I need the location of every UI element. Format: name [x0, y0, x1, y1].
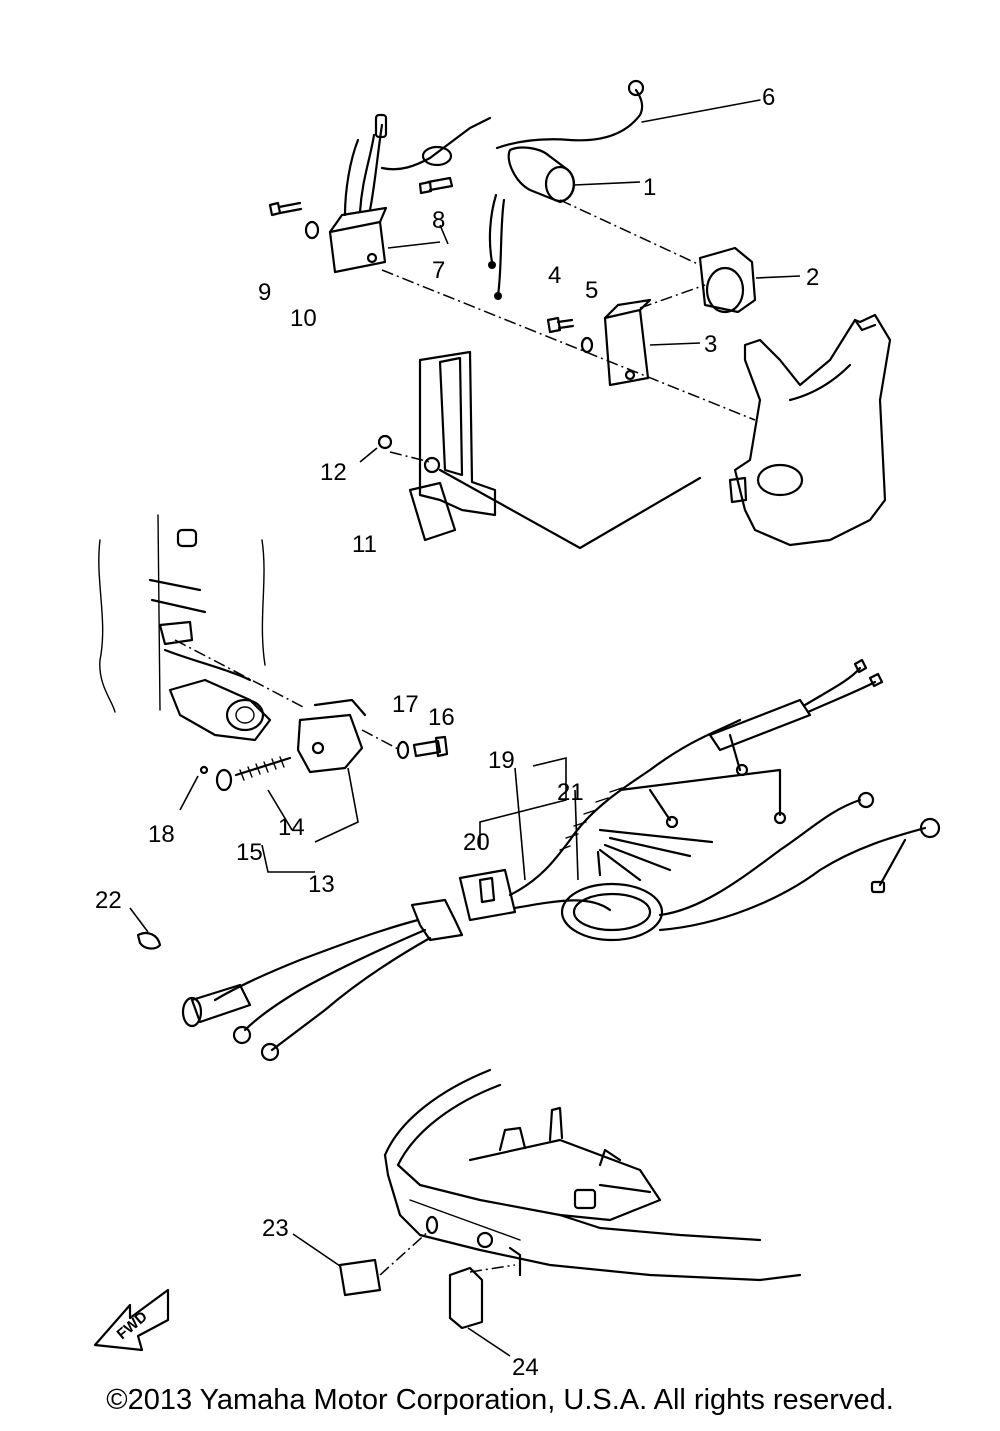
- part-10-washer: [304, 220, 320, 240]
- copyright-notice: ©2013 Yamaha Motor Corporation, U.S.A. A…: [106, 1384, 894, 1416]
- callout-20: 20: [463, 829, 490, 856]
- callout-11: 11: [352, 531, 377, 558]
- part-3-bracket: [603, 298, 701, 387]
- callout-22: 22: [95, 887, 122, 914]
- callout-21: 21: [557, 779, 584, 806]
- callout-9: 9: [258, 279, 271, 306]
- alignment-lines-top: [381, 199, 756, 550]
- callout-16: 16: [428, 704, 455, 731]
- callout-4: 4: [548, 262, 561, 289]
- callout-numbers: 1 2 3 4 5 6 7 8 9 10 11 12 13 14 15 16 1…: [95, 84, 819, 1381]
- callout-12: 12: [320, 459, 347, 486]
- part-16-screw: [412, 735, 449, 758]
- part-17-washer: [396, 740, 410, 760]
- callout-10: 10: [290, 305, 317, 332]
- part-14-spring: [234, 756, 292, 781]
- part-20-main-harness: [410, 658, 941, 942]
- part-12-nut: [359, 434, 393, 463]
- callout-8: 8: [432, 207, 445, 234]
- part-5-washer: [580, 336, 594, 354]
- part-7-rectifier: [328, 113, 492, 274]
- fwd-label: FWD: [114, 1308, 151, 1343]
- callout-2: 2: [806, 264, 819, 291]
- part-18-pin: [199, 765, 209, 775]
- fwd-arrow: FWD: [93, 1288, 170, 1352]
- part-1-coil: [488, 146, 641, 300]
- part-15-cap: [215, 768, 233, 792]
- callout-14: 14: [278, 814, 305, 841]
- harness-lower-leads: [181, 918, 432, 1062]
- callout-18: 18: [148, 821, 175, 848]
- callout-19: 19: [488, 747, 515, 774]
- callout-7: 7: [432, 257, 445, 284]
- callout-3: 3: [704, 331, 717, 358]
- callout-brackets-19-21: [479, 756, 579, 881]
- engine-block-side: [98, 514, 306, 742]
- callout-1: 1: [643, 174, 656, 201]
- callout-15: 15: [236, 839, 263, 866]
- part-4-screw: [546, 316, 575, 334]
- callout-23: 23: [262, 1215, 289, 1242]
- part-6-lead-wire: [495, 79, 761, 150]
- part-2-holder: [698, 246, 801, 314]
- callout-17: 17: [392, 691, 419, 718]
- callout-brackets-13-15: [179, 767, 359, 873]
- callout-24: 24: [512, 1354, 539, 1381]
- callout-6: 6: [762, 84, 775, 111]
- part-8-bolt: [418, 176, 454, 195]
- part-11-bracket: [408, 350, 497, 542]
- part-22-clamp: [129, 907, 162, 950]
- bottom-cowling-bracket: [728, 313, 892, 547]
- part-9-bolt: [268, 201, 303, 217]
- callout-13: 13: [308, 871, 335, 898]
- part-13-stop-switch: [296, 698, 401, 774]
- part-24-grommet: [448, 1264, 516, 1357]
- callout-5: 5: [585, 277, 598, 304]
- bottom-cowling: [383, 1068, 802, 1282]
- part-23-label-plate: [292, 1229, 431, 1297]
